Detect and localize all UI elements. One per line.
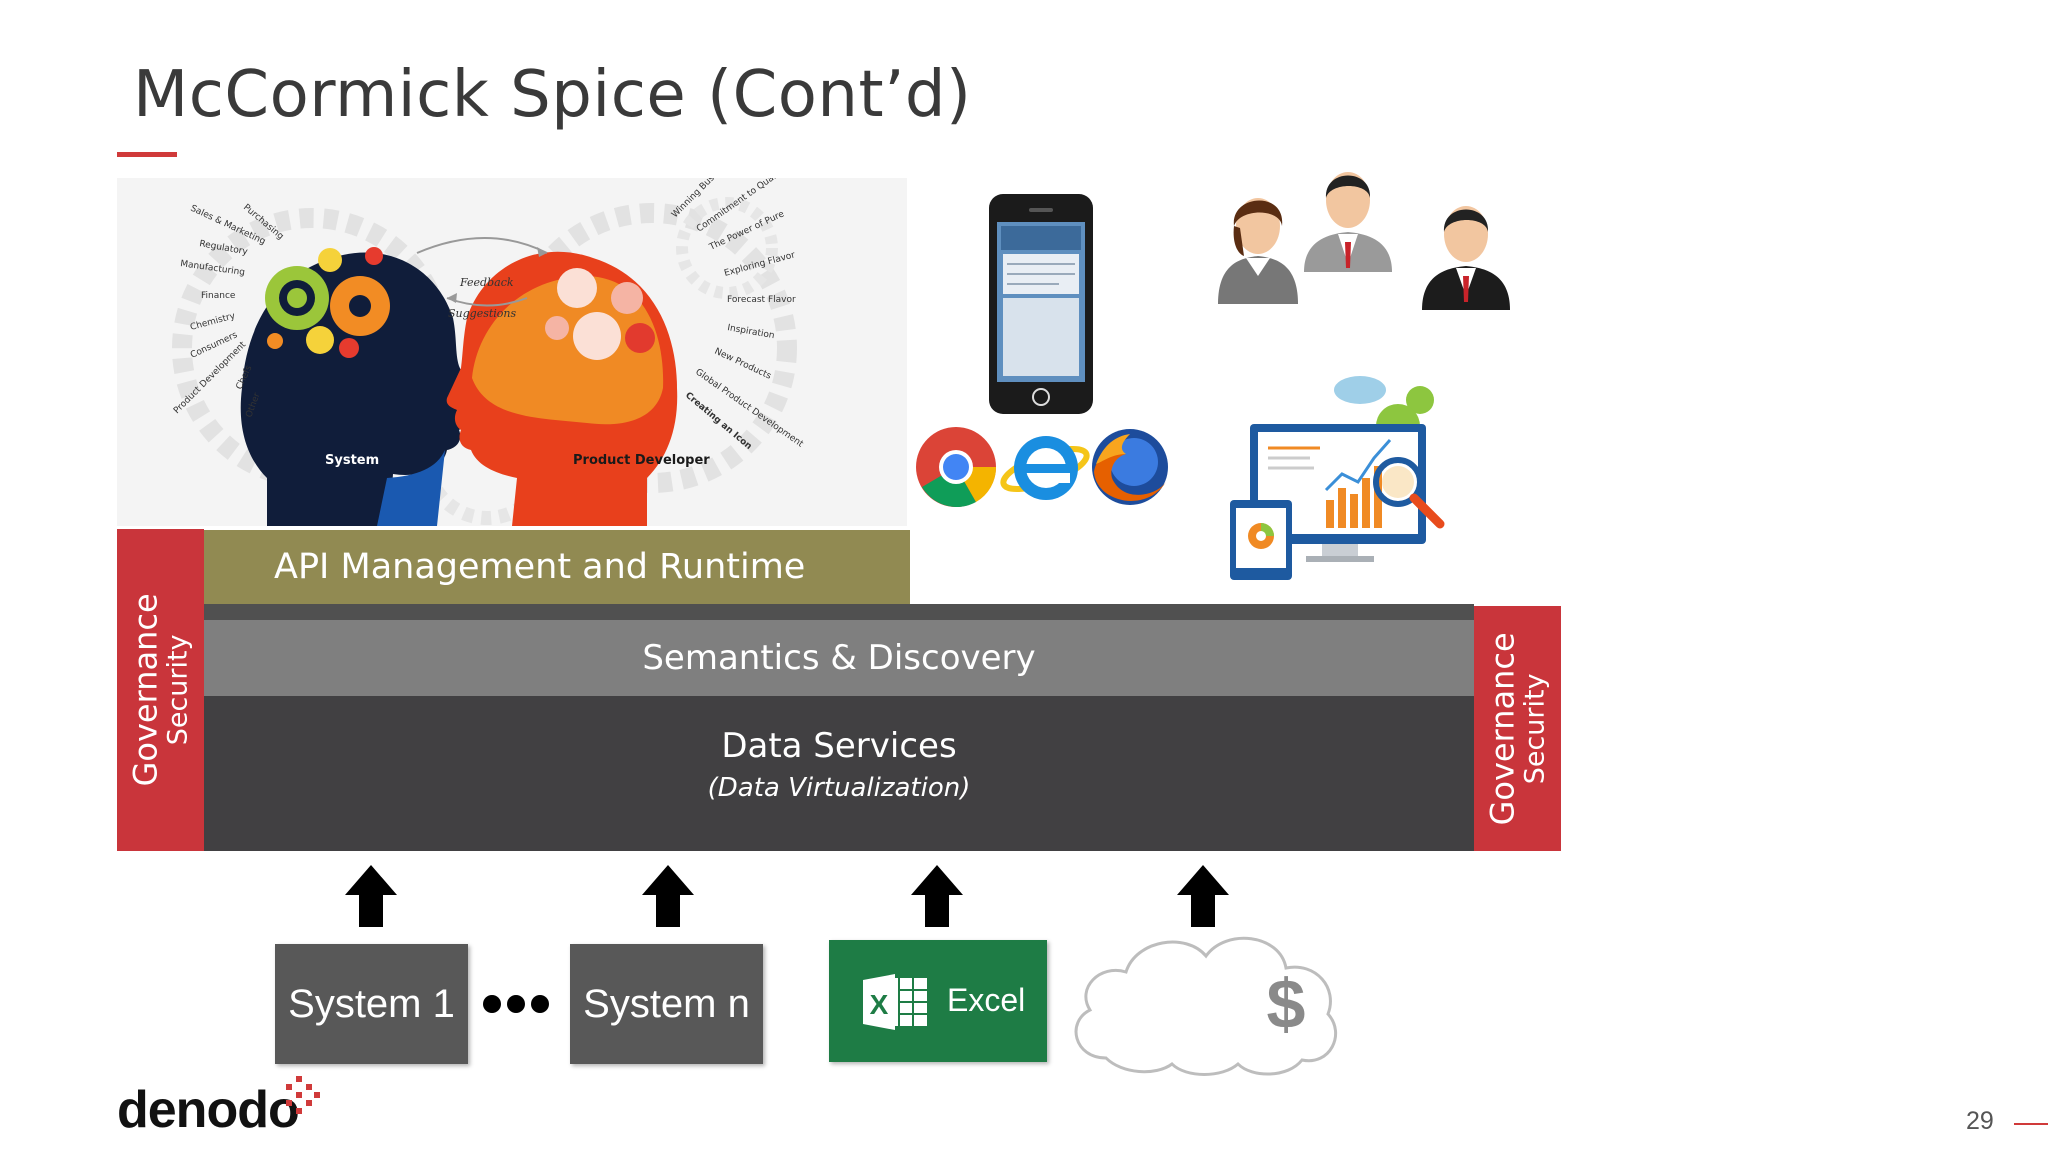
api-management-label: API Management and Runtime [274,547,806,587]
cloud-icon: $ [1074,936,1338,1076]
dot [483,995,501,1013]
denodo-logo-dots [286,1076,320,1114]
product-developer-head-label: Product Developer [573,453,710,468]
svg-text:X: X [870,989,889,1020]
suggestions-label: Suggestions [448,307,517,320]
system-1-label: System 1 [288,981,455,1026]
semantics-discovery-label: Semantics & Discovery [642,638,1036,678]
excel-label: Excel [947,982,1026,1018]
dollar-sign: $ [1267,965,1306,1043]
right-word: Inspiration [726,323,775,341]
security-label: Security [162,634,194,746]
title-underline [117,152,177,157]
chrome-icon [916,427,997,507]
smartphone-icon [989,194,1093,414]
system-n-box: System n [570,944,763,1064]
governance-label: Governance [1483,631,1522,826]
left-word: Finance [201,291,236,301]
denodo-logo: denodo [117,1080,300,1140]
security-label: Security [1519,673,1551,784]
data-services-layer: Data Services (Data Virtualization) [204,696,1474,851]
denodo-logo-text: denodo [117,1081,300,1139]
right-word: Forecast Flavor [727,295,796,305]
system-1-box: System 1 [275,944,468,1064]
dot [507,995,525,1013]
feedback-label: Feedback [459,276,514,289]
semantics-discovery-layer: Semantics & Discovery [204,620,1474,696]
data-virtualization-label: (Data Virtualization) [707,773,971,803]
ellipsis-dots [483,995,549,1013]
up-arrow-icon [345,865,397,927]
api-management-layer: API Management and Runtime [204,530,910,604]
up-arrow-icon [642,865,694,927]
brain-illustration-graphic: Feedback Suggestions Purchasing Sales & … [172,178,805,526]
brain-illustration: Feedback Suggestions Purchasing Sales & … [117,178,907,526]
firefox-icon [1092,429,1168,505]
page-number-rule [2014,1123,2048,1125]
data-services-label: Data Services [721,726,957,766]
governance-security-left: Governance Security [117,529,204,851]
excel-source: X Excel [829,940,1047,1062]
internet-explorer-icon [1000,436,1090,500]
governance-label: Governance [126,593,165,787]
up-arrow-icon [911,865,963,927]
excel-icon: X [863,974,927,1030]
system-head-label: System [325,453,379,468]
system-n-label: System n [583,981,750,1026]
layer-divider [204,604,1474,620]
dot [531,995,549,1013]
analytics-dashboard-icon [1230,376,1445,580]
users-icon [1218,172,1510,310]
slide-title: McCormick Spice (Cont’d) [133,58,972,132]
governance-security-right: Governance Security [1474,606,1561,851]
right-word: New Products [713,347,773,382]
up-arrow-icon [1177,865,1229,927]
page-number: 29 [1966,1107,1994,1135]
